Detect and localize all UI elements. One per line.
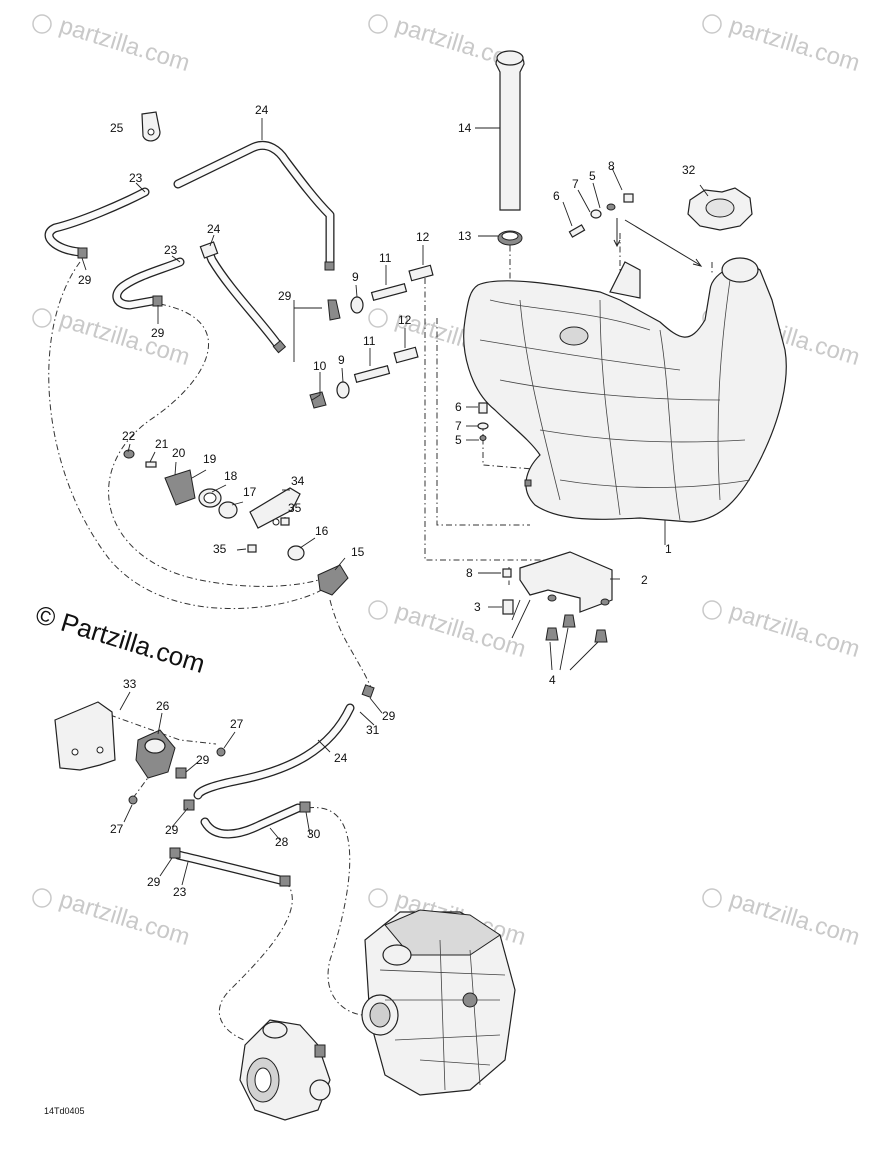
callout-18: 18 [224,469,238,483]
callout-35: 35 [213,542,227,556]
callout-9: 9 [338,353,345,367]
callout-7: 7 [455,419,462,433]
callout-32: 32 [682,163,696,177]
callout-8: 8 [466,566,473,580]
fuel-tank [463,257,787,523]
callout-35: 35 [288,501,302,515]
watermark: partzilla.com [702,12,863,77]
callout-23: 23 [129,171,143,185]
callout-29: 29 [151,326,165,340]
callout-27: 27 [230,717,244,731]
tank-fasteners [477,402,489,441]
callout-28: 28 [275,835,289,849]
callout-34: 34 [291,474,305,488]
callout-12: 12 [398,313,412,327]
callout-17: 17 [243,485,257,499]
callout-29: 29 [78,273,92,287]
callout-24: 24 [334,751,348,765]
callout-3: 3 [474,600,481,614]
callout-6: 6 [553,189,560,203]
callout-24: 24 [255,103,269,117]
callout-31: 31 [366,723,380,737]
watermark: partzilla.com [32,886,193,951]
callout-5: 5 [589,169,596,183]
fuel-hoses-lower [169,684,375,887]
callout-7: 7 [572,177,579,191]
vent-hoses [44,111,335,354]
engine [361,909,516,1096]
callout-13: 13 [458,229,472,243]
callout-14: 14 [458,121,472,135]
diagram-code: 14Td0405 [44,1106,85,1116]
callout-33: 33 [123,677,137,691]
callout-6: 6 [455,400,462,414]
throttle-body [239,1019,331,1121]
callout-11: 11 [379,251,392,265]
callout-27: 27 [110,822,124,836]
filler-neck [495,50,525,246]
watermark: partzilla.com [32,306,193,371]
callout-1: 1 [665,542,672,556]
svg-text:partzilla.com: partzilla.com [56,306,193,371]
callout-29: 29 [196,753,210,767]
svg-text:partzilla.com: partzilla.com [726,12,863,77]
callout-29: 29 [165,823,179,837]
callout-9: 9 [352,270,359,284]
watermark-main: © Partzilla.com [32,599,208,679]
callout-29: 29 [278,289,292,303]
svg-text:partzilla.com: partzilla.com [726,598,863,663]
callout-23: 23 [173,885,187,899]
watermark: partzilla.com [702,886,863,951]
callout-8: 8 [608,159,615,173]
fuel-cap [687,187,753,231]
callout-labels: 24 25 23 24 23 29 29 29 10 9 9 11 11 12 … [78,103,696,899]
callout-24: 24 [207,222,221,236]
callout-22: 22 [122,429,136,443]
fittings-group [309,264,434,409]
tank-bracket [502,551,613,643]
callout-2: 2 [641,573,648,587]
watermark: partzilla.com [32,12,193,77]
top-fasteners [568,193,703,267]
callout-20: 20 [172,446,186,460]
callout-15: 15 [351,545,365,559]
fuel-pump-parts [123,449,349,596]
callout-19: 19 [203,452,217,466]
callout-29: 29 [382,709,396,723]
callout-25: 25 [110,121,124,135]
callout-12: 12 [416,230,430,244]
svg-text:partzilla.com: partzilla.com [726,886,863,951]
hose-clip-25 [141,111,161,142]
callout-10: 10 [313,359,327,373]
callout-5: 5 [455,433,462,447]
leader-lines [81,118,709,886]
callout-26: 26 [156,699,170,713]
callout-29: 29 [147,875,161,889]
callout-16: 16 [315,524,329,538]
callout-21: 21 [155,437,169,451]
callout-4: 4 [549,673,556,687]
callout-11: 11 [363,334,376,348]
pump-mount [54,701,226,805]
svg-text:partzilla.com: partzilla.com [56,12,193,77]
callout-30: 30 [307,827,321,841]
watermark: partzilla.com [702,598,863,663]
callout-23: 23 [164,243,178,257]
